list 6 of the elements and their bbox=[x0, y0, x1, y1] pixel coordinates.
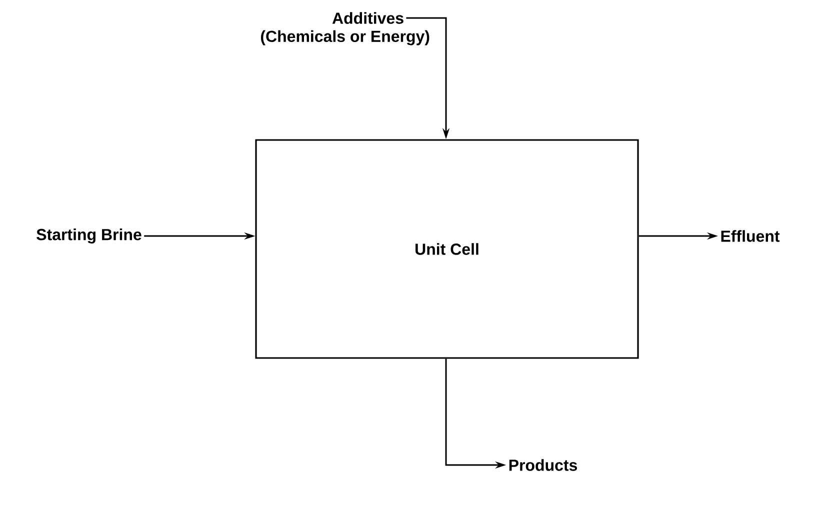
input-label: Products bbox=[509, 459, 578, 471]
input-label: Starting Brine bbox=[36, 228, 142, 244]
input-label: Additives bbox=[332, 12, 404, 24]
input-note: (Chemicals or Energy) bbox=[260, 30, 430, 46]
process-box: Unit Cell bbox=[255, 139, 639, 359]
input-label: Effluent bbox=[721, 230, 780, 242]
